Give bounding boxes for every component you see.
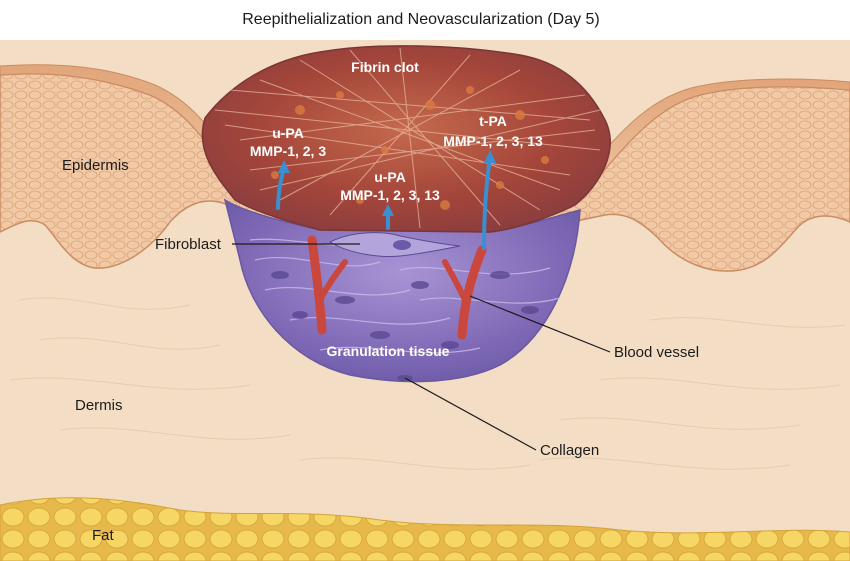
blood-vessel-left — [307, 235, 348, 335]
blood-vessel-leader — [469, 295, 611, 353]
arrow-heads — [278, 150, 496, 216]
label-mmp-center: MMP-1, 2, 3, 13 — [340, 187, 440, 203]
label-mmp-right: MMP-1, 2, 3, 13 — [443, 133, 543, 149]
fibrin-strands — [214, 47, 601, 229]
arrow-right-icon — [482, 156, 492, 250]
dermis-texture — [9, 297, 846, 470]
label-tpa-right: t-PA — [479, 113, 507, 129]
label-epidermis: Epidermis — [62, 157, 129, 174]
clot-red-cells — [271, 86, 549, 210]
fibrin-clot — [201, 45, 611, 233]
label-fibroblast: Fibroblast — [155, 236, 222, 253]
fat-layer — [0, 497, 850, 561]
blood-vessel-right — [442, 245, 487, 340]
label-fibrin-clot: Fibrin clot — [351, 59, 419, 75]
label-fat: Fat — [92, 527, 115, 544]
diagram-title: Reepithelialization and Neovascularizati… — [242, 11, 600, 28]
leader-lines — [232, 243, 611, 451]
fibroblast-cell — [328, 232, 461, 257]
label-blood-vessel: Blood vessel — [614, 344, 699, 361]
label-upa-left: u-PA — [272, 125, 304, 141]
label-mmp-left: MMP-1, 2, 3 — [250, 143, 326, 159]
label-granulation-tissue: Granulation tissue — [327, 343, 450, 359]
label-upa-center: u-PA — [374, 169, 406, 185]
collagen-leader — [404, 377, 537, 451]
label-dermis: Dermis — [75, 397, 123, 414]
label-collagen: Collagen — [540, 442, 599, 459]
